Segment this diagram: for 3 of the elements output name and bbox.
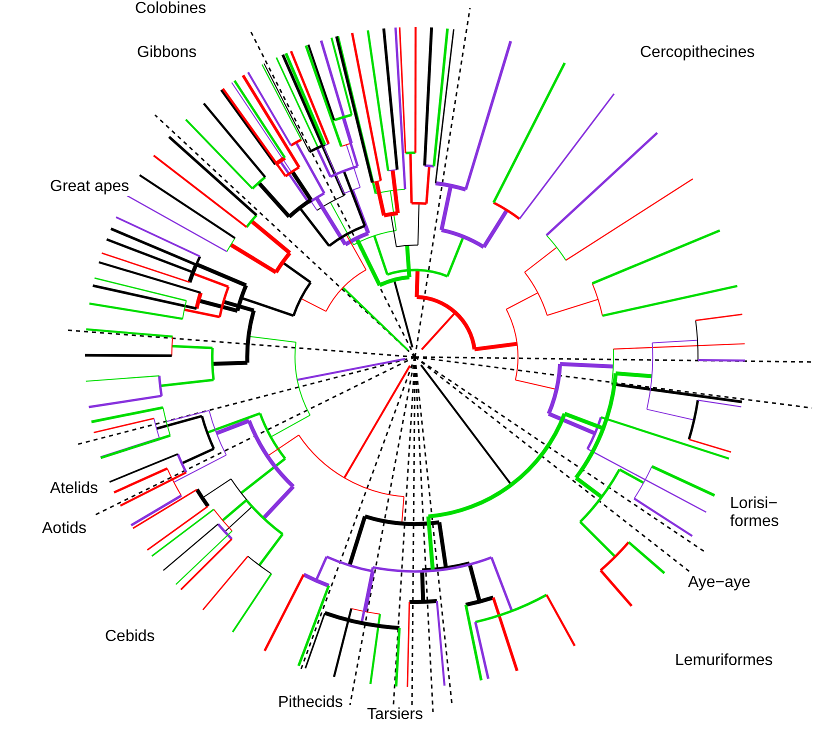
clade-label: Great apes xyxy=(50,178,130,196)
clade-label: Aye−aye xyxy=(688,574,750,592)
clade-label: Cercopithecines xyxy=(640,44,755,62)
